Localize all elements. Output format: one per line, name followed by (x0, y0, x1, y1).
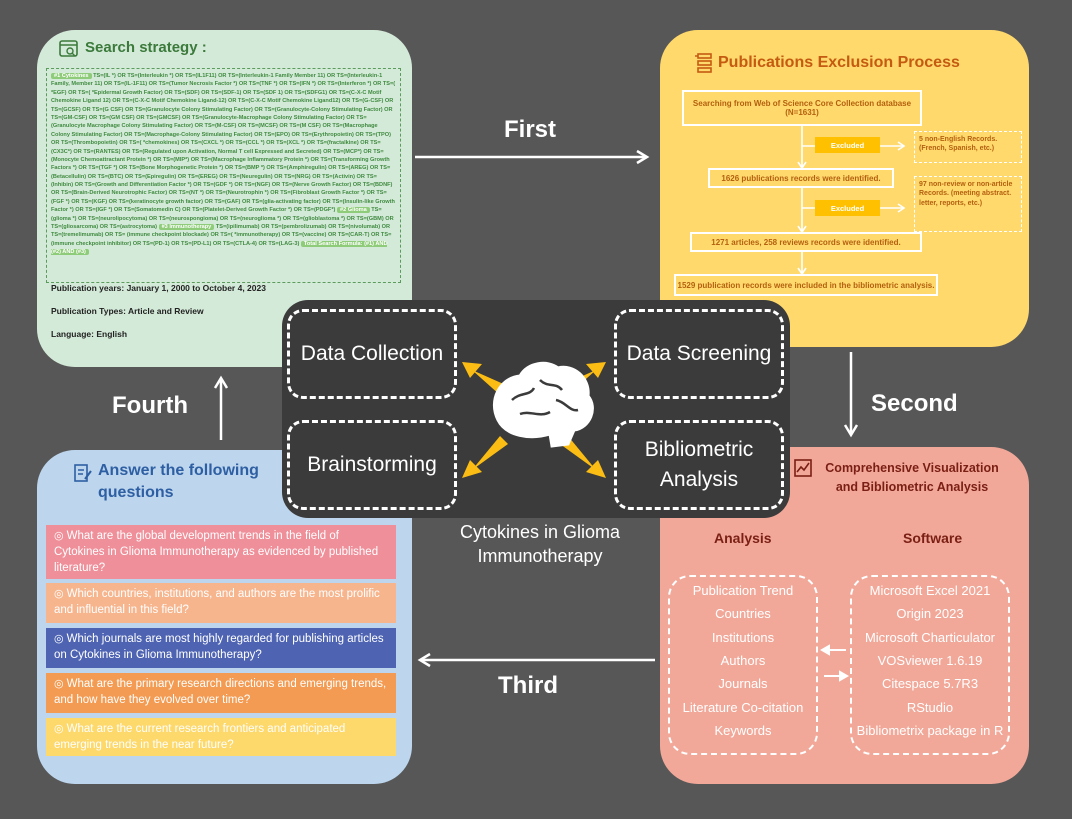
answer-questions-panel: Answer the following questions ◎What are… (37, 450, 412, 784)
target-icon: ◎ (54, 530, 64, 542)
center-caption: Cytokines in Glioma Immunotherapy (459, 522, 621, 567)
target-icon: ◎ (54, 633, 64, 645)
step-fourth: Fourth (112, 392, 188, 419)
software-item: VOSviewer 1.6.19 (877, 652, 983, 668)
analysis-item: Keywords (714, 722, 772, 738)
immunotherapy-query: TS=(ipilimumab) OR TS=(pembrolizumab) OR… (51, 224, 392, 247)
glioma-tag: #2 Glioma (336, 207, 370, 214)
step-second: Second (871, 390, 958, 417)
search-query-box: #1 Cytokines TS=(IL *) OR TS=(Interleuki… (46, 68, 401, 283)
flow-box-1529-included: 1529 publication records were included i… (674, 274, 938, 296)
analysis-item: Journals (718, 676, 768, 692)
target-icon: ◎ (54, 678, 64, 690)
question-text: What are the current research frontiers … (54, 723, 346, 751)
excluded-label-2: Excluded (815, 200, 880, 216)
flow-box-1626-identified: 1626 publications records were identifie… (708, 168, 894, 188)
visualization-title: Comprehensive Visualization and Bibliome… (825, 461, 999, 494)
immunotherapy-tag: #3 Immunotherapy (158, 224, 215, 231)
search-strategy-panel: Search strategy : #1 Cytokines TS=(IL *)… (37, 30, 412, 367)
question-item: ◎What are the current research frontiers… (46, 718, 396, 756)
bibliometric-analysis-box: Bibliometric Analysis (614, 420, 784, 510)
analysis-heading: Analysis (714, 530, 772, 546)
software-item: Origin 2023 (896, 606, 964, 622)
question-text: Which countries, institutions, and autho… (54, 588, 380, 616)
analysis-item: Countries (715, 606, 771, 622)
software-item: Citespace 5.7R3 (881, 676, 979, 692)
flow-box-1271-articles: 1271 articles, 258 reviews records were … (690, 232, 922, 252)
step-first: First (504, 116, 557, 143)
edit-document-icon (74, 464, 92, 482)
excluded-label-1: Excluded (815, 137, 880, 153)
question-item: ◎What are the global development trends … (46, 525, 396, 579)
software-item: Microsoft Charticulator (864, 629, 996, 645)
analysis-item: Institutions (711, 629, 775, 645)
data-collection-box: Data Collection (287, 309, 457, 399)
flow-box-wos-search: Searching from Web of Science Core Colle… (682, 90, 922, 126)
answer-title: Answer the following questions (98, 462, 259, 502)
data-screening-box: Data Screening (614, 309, 784, 399)
search-strategy-title: Search strategy : (85, 39, 207, 56)
software-item: Bibliometrix package in R (856, 722, 1004, 738)
excluded-non-article: 97 non-review or non-article Records. (m… (914, 176, 1022, 232)
software-item: RStudio (906, 699, 954, 715)
publication-types: Publication Types: Article and Review (51, 306, 204, 316)
step-third: Third (498, 672, 558, 699)
target-icon: ◎ (54, 723, 64, 735)
target-icon: ◎ (54, 588, 64, 600)
brainstorming-box: Brainstorming (287, 420, 457, 510)
glioma-query: TS= (glioma *) OR TS=(neurolipocytoma) O… (51, 207, 394, 231)
analysis-item: Authors (720, 652, 766, 668)
excluded-non-english: 5 non-English Records. (French, Spanish,… (914, 131, 1022, 163)
analysis-item: Publication Trend (692, 583, 794, 598)
cytokines-query: TS=(IL *) OR TS=(Interleukin *) OR TS=(I… (51, 73, 396, 214)
question-item: ◎Which countries, institutions, and auth… (46, 583, 396, 623)
question-text: What are the primary research directions… (54, 678, 387, 706)
cytokines-tag: #1 Cytokines (51, 73, 92, 79)
question-item: ◎Which journals are most highly regarded… (46, 628, 396, 668)
language: Language: English (51, 329, 128, 339)
list-process-icon (695, 53, 712, 73)
chart-icon (794, 459, 812, 477)
double-arrows (820, 644, 850, 682)
question-text: Which journals are most highly regarded … (54, 633, 384, 661)
question-text: What are the global development trends i… (54, 530, 379, 574)
exclusion-title: Publications Exclusion Process (718, 54, 960, 71)
exclusion-process-panel: Publications Exclusion Process Searching… (660, 30, 1029, 347)
search-query-text: #1 Cytokines TS=(IL *) OR TS=(Interleuki… (51, 72, 396, 257)
search-window-icon (59, 40, 78, 57)
analysis-item: Literature Co-citation (682, 699, 804, 715)
software-heading: Software (903, 530, 963, 546)
software-item: Microsoft Excel 2021 (869, 583, 991, 598)
brain-icon (492, 361, 594, 448)
question-item: ◎What are the primary research direction… (46, 673, 396, 713)
publication-years: Publication years: January 1, 2000 to Oc… (51, 283, 266, 293)
